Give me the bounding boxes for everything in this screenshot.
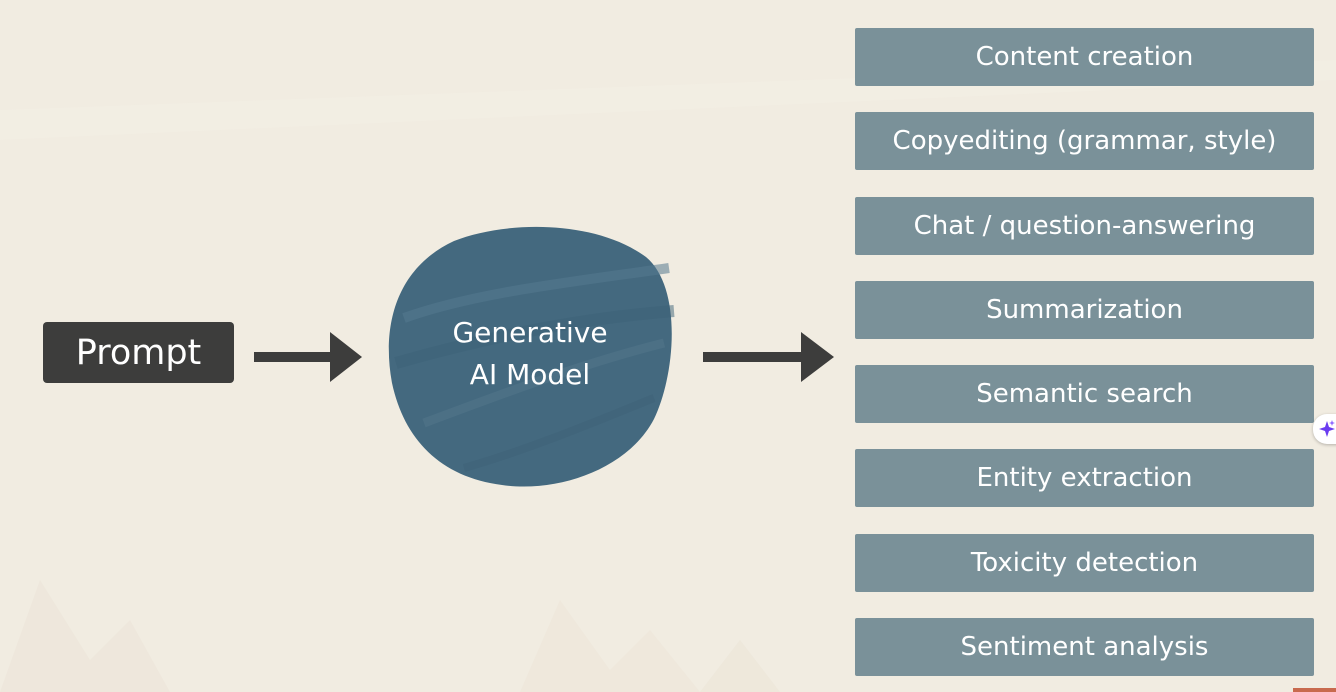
corner-accent	[1293, 688, 1336, 692]
model-label-line-2: AI Model	[469, 358, 591, 391]
arrow-right-icon	[703, 332, 834, 382]
sparkle-button[interactable]	[1313, 414, 1336, 444]
output-toxicity-detection: Toxicity detection	[855, 533, 1314, 592]
prompt-label: Prompt	[75, 332, 202, 373]
output-summarization: Summarization	[855, 280, 1314, 339]
model-blob	[388, 226, 675, 487]
model-label-line-1: Generative	[452, 316, 608, 349]
model-label: Generative AI Model	[400, 312, 660, 396]
output-entity-extraction: Entity extraction	[855, 449, 1314, 508]
output-content-creation: Content creation	[855, 28, 1314, 86]
sparkle-icon	[1319, 420, 1335, 437]
prompt-box: Prompt	[43, 322, 234, 383]
output-list: Content creation Copyediting (grammar, s…	[855, 28, 1314, 677]
output-sentiment-analysis: Sentiment analysis	[855, 618, 1314, 677]
output-copyediting: Copyediting (grammar, style)	[855, 112, 1314, 171]
arrow-right-icon	[254, 332, 362, 382]
output-semantic-search: Semantic search	[855, 365, 1314, 424]
output-chat-qa: Chat / question-answering	[855, 196, 1314, 255]
